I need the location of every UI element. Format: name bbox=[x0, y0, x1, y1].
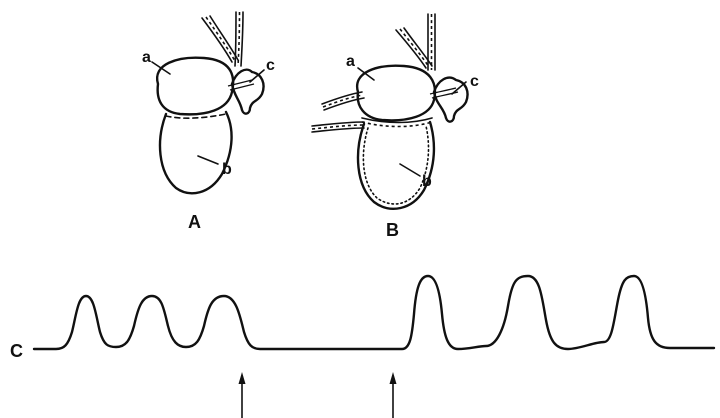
heart-b-caption: B bbox=[386, 220, 399, 240]
heart-a-appendage bbox=[232, 70, 264, 114]
heart-b-vessels bbox=[312, 14, 435, 132]
heart-b-diagram: a b c B bbox=[312, 14, 479, 240]
stimulus-arrow-2 bbox=[390, 372, 397, 418]
heart-a-ventricle bbox=[160, 112, 232, 193]
heart-b-atrium bbox=[357, 66, 435, 121]
heart-b-leader-b bbox=[400, 164, 420, 176]
trace-label: C bbox=[10, 341, 23, 361]
contraction-trace: C bbox=[10, 276, 714, 418]
heart-b-label-c: c bbox=[470, 73, 479, 90]
heart-b-label-b: b bbox=[422, 173, 432, 190]
heart-a-leader-b bbox=[198, 156, 218, 164]
heart-b-label-a: a bbox=[346, 53, 355, 70]
heart-a-caption: A bbox=[188, 212, 201, 232]
trace-line bbox=[34, 276, 714, 349]
heart-a-atrium bbox=[157, 58, 233, 115]
heart-a-label-c: c bbox=[266, 57, 275, 74]
heart-b-ventricle bbox=[358, 122, 434, 209]
stimulus-arrow-1 bbox=[239, 372, 246, 418]
heart-a-diagram: a b c A bbox=[142, 12, 275, 232]
heart-a-label-b: b bbox=[222, 161, 232, 178]
heart-a-label-a: a bbox=[142, 49, 151, 66]
